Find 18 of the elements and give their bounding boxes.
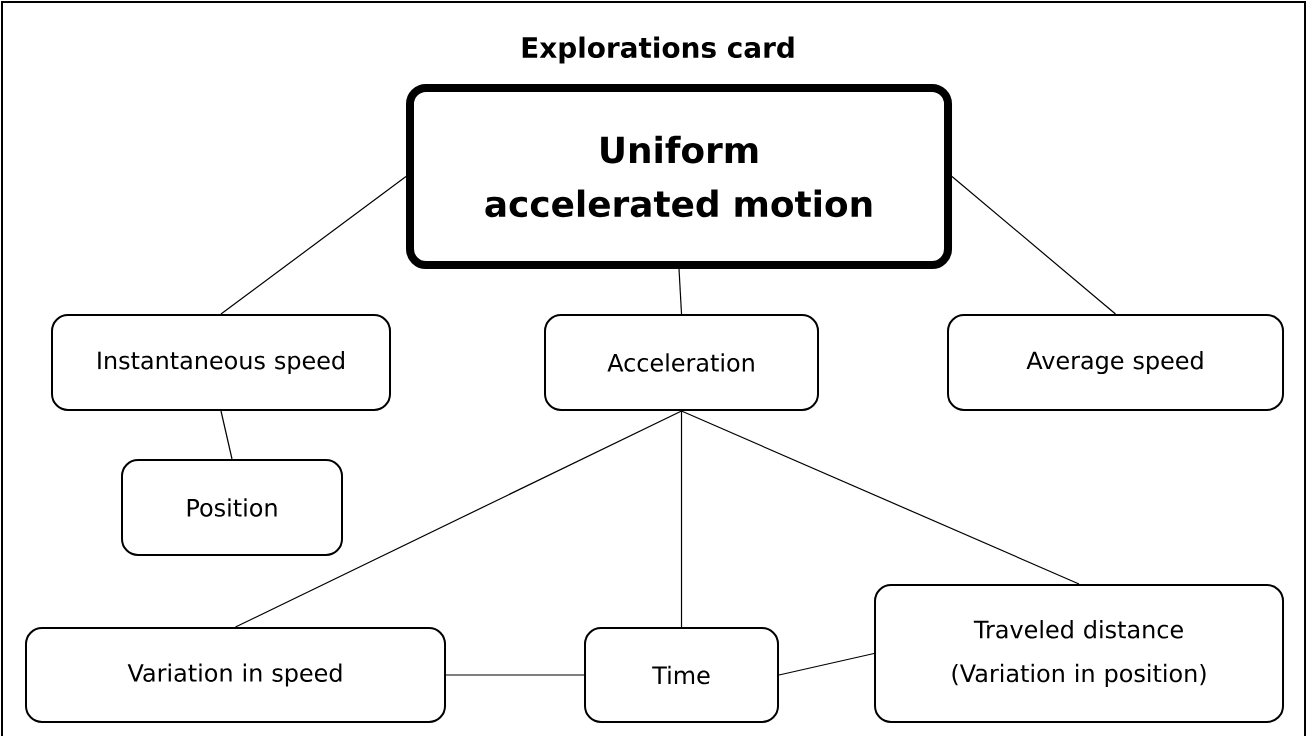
connector-line <box>220 175 407 315</box>
connector-line <box>778 652 875 676</box>
concept-box: Instantaneous speed <box>51 314 391 411</box>
connector-line <box>678 268 683 315</box>
connector-line <box>680 410 1080 585</box>
concept-box: Variation in speed <box>25 627 446 723</box>
concept-box: Acceleration <box>544 314 819 411</box>
connector-line <box>680 410 683 628</box>
title-box: Uniform accelerated motion <box>406 84 952 269</box>
title: Explorations card <box>522 36 794 64</box>
concept-box: Average speed <box>947 314 1284 411</box>
connector-line <box>445 674 585 676</box>
connector-line <box>220 410 233 460</box>
concept-box: Time <box>584 627 779 723</box>
connector-line <box>234 410 683 628</box>
concept-box: Position <box>121 459 343 556</box>
concept-box: Traveled distance (Variation in position) <box>874 584 1284 723</box>
connector-line <box>951 175 1117 315</box>
